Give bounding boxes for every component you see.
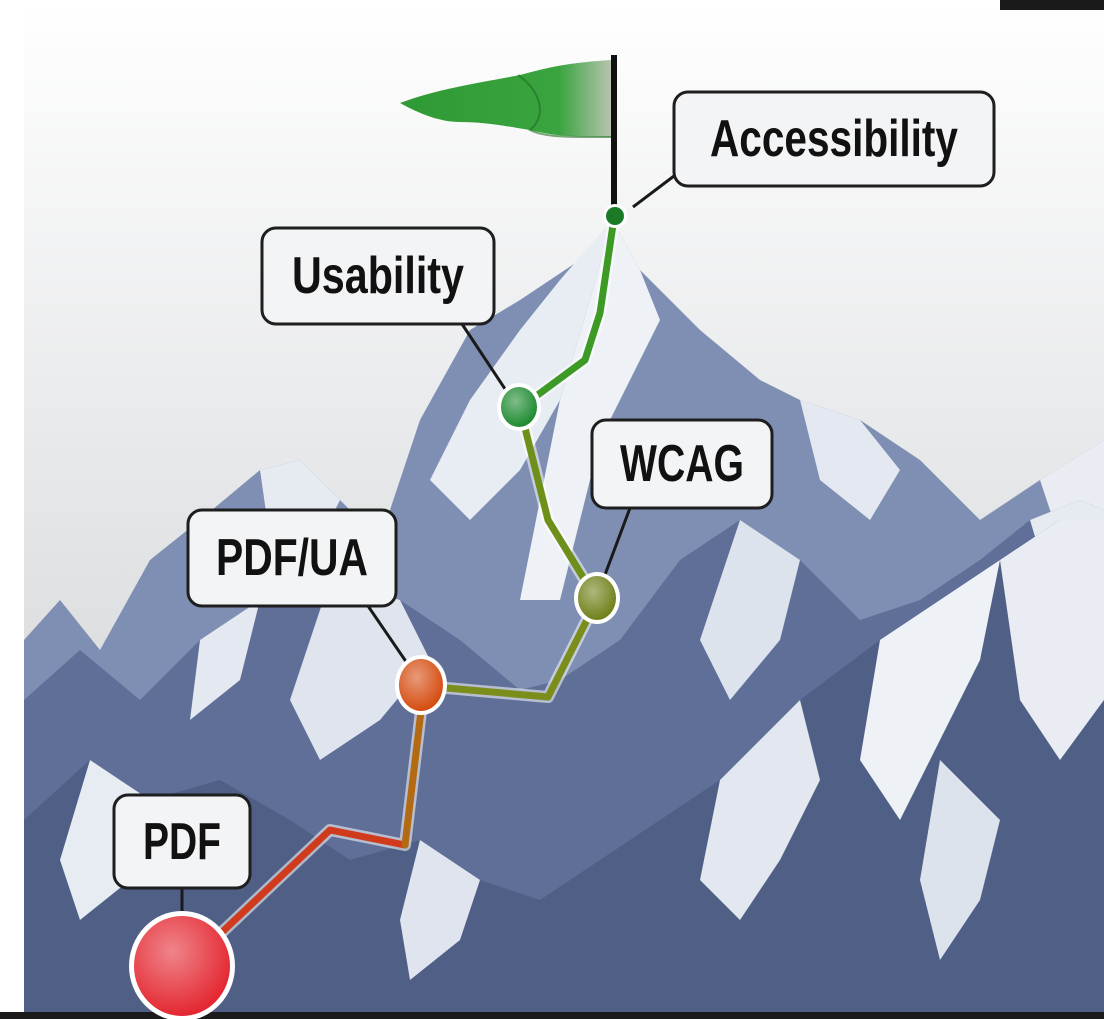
label-pdfua: PDF/UA (186, 508, 398, 608)
climb-path (176, 212, 620, 976)
left-border (0, 0, 24, 1019)
label-usability-text: Usability (292, 247, 464, 305)
label-accessibility: Accessibility (672, 90, 996, 188)
label-pdf-text: PDF (143, 813, 221, 871)
label-pdfua-text: PDF/UA (216, 529, 368, 587)
milestone-labels: Accessibility Usability WCAG PDF/UA PDF (112, 90, 996, 890)
red-circle-marker (129, 911, 235, 1019)
corner-tab (1000, 0, 1104, 10)
label-wcag: WCAG (590, 418, 774, 510)
label-pdf: PDF (112, 793, 252, 890)
green-circle-marker (497, 383, 541, 431)
summit-marker-fill (606, 207, 624, 225)
flag-pole (611, 55, 617, 220)
orange-circle-marker (395, 655, 447, 715)
summit-marker (603, 204, 627, 228)
olive-circle-marker (574, 572, 620, 624)
label-usability: Usability (260, 226, 496, 326)
bottom-strip (0, 1012, 1104, 1019)
green-flag-icon (400, 55, 617, 220)
label-wcag-text: WCAG (620, 435, 744, 493)
label-accessibility-text: Accessibility (710, 110, 958, 168)
milestone-markers (129, 204, 627, 1019)
